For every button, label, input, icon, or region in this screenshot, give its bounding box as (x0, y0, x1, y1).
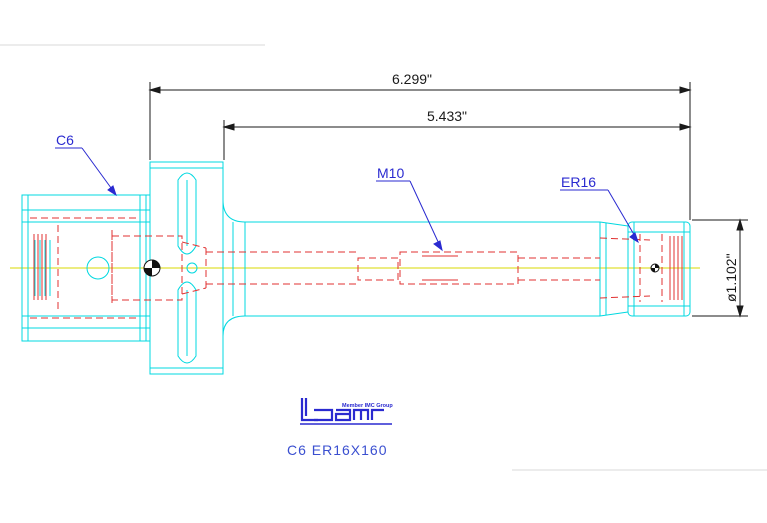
hidden-lines (30, 217, 663, 319)
center-mark-left (143, 259, 161, 277)
overall-length-dimension: 6.299" (392, 71, 432, 87)
hidden-threads (33, 234, 683, 300)
diameter-dimension: ø1.102" (723, 253, 739, 302)
brand-logo: Member IMC Group (300, 398, 393, 425)
holder-outline (21, 161, 691, 375)
dimension-lines (148, 82, 748, 318)
reach-length-dimension: 5.433" (427, 108, 467, 124)
center-mark-right (650, 263, 660, 273)
callout-m10: M10 (377, 165, 404, 181)
logo-tagline: Member IMC Group (342, 403, 393, 409)
drawing-caption: C6 ER16X160 (287, 442, 388, 458)
callout-leaders (55, 147, 639, 252)
callout-er16: ER16 (561, 174, 596, 190)
callout-c6: C6 (56, 132, 74, 148)
